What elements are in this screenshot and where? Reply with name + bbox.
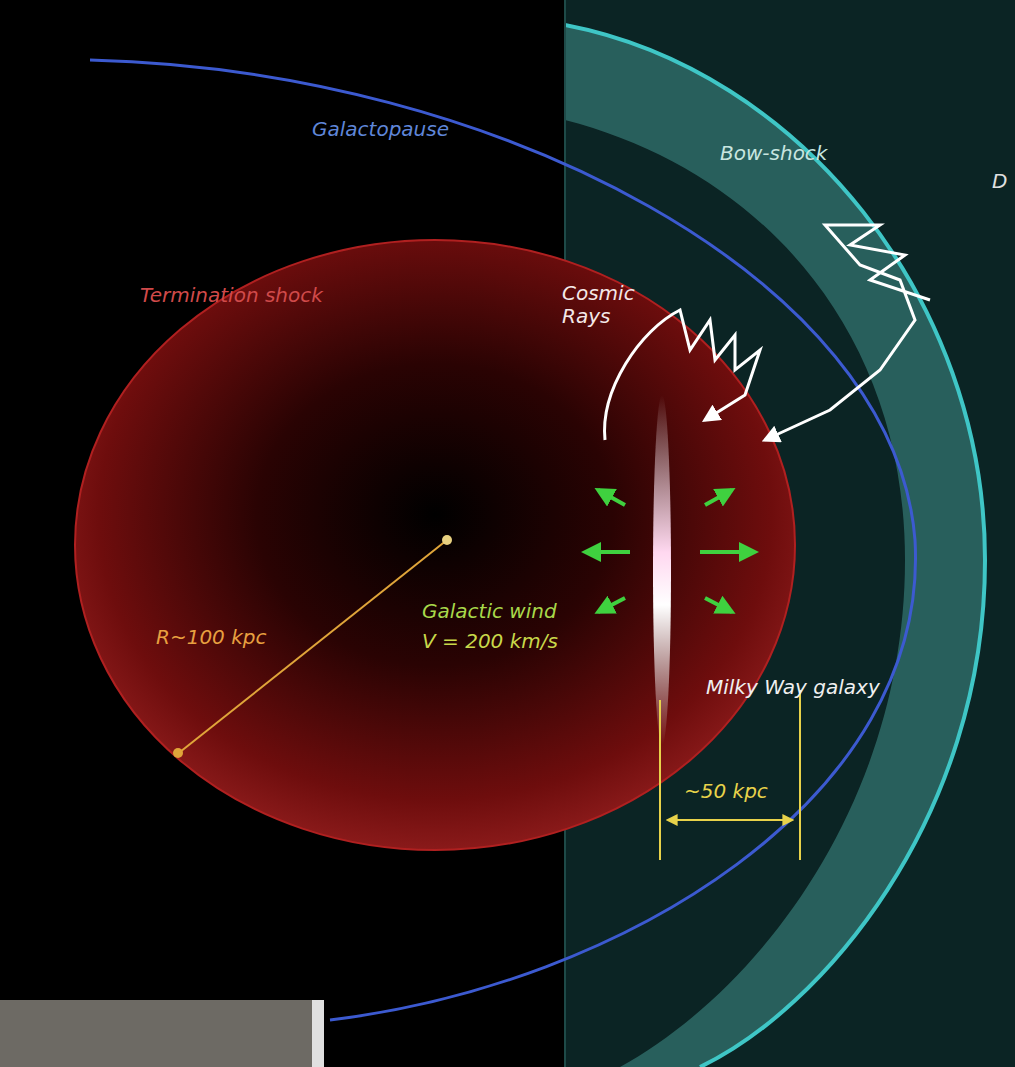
region-label: Termination shock [140, 284, 323, 307]
region-label: Galactopause [312, 118, 449, 141]
galactopause-line [90, 60, 916, 1020]
galaxy-label: Milky Way galaxy [706, 676, 880, 699]
cut-label: D [992, 170, 1007, 193]
dimension-label: ~50 kpc [684, 780, 768, 803]
callout-label: Cosmic Rays [562, 282, 642, 328]
photo-strip [0, 1000, 320, 1067]
width-dimension [660, 690, 800, 860]
termination-shock [75, 240, 795, 850]
dimension-label: R~100 kpc [156, 626, 266, 649]
region-label: Bow-shock [720, 142, 827, 165]
wind-arrows [585, 490, 755, 612]
wind-label: V = 200 km/s [422, 630, 558, 653]
photo-strip [312, 1000, 324, 1067]
milky-way-disc [653, 395, 671, 745]
cosmic-ray-paths [605, 225, 930, 440]
wind-label: Galactic wind [422, 600, 557, 623]
